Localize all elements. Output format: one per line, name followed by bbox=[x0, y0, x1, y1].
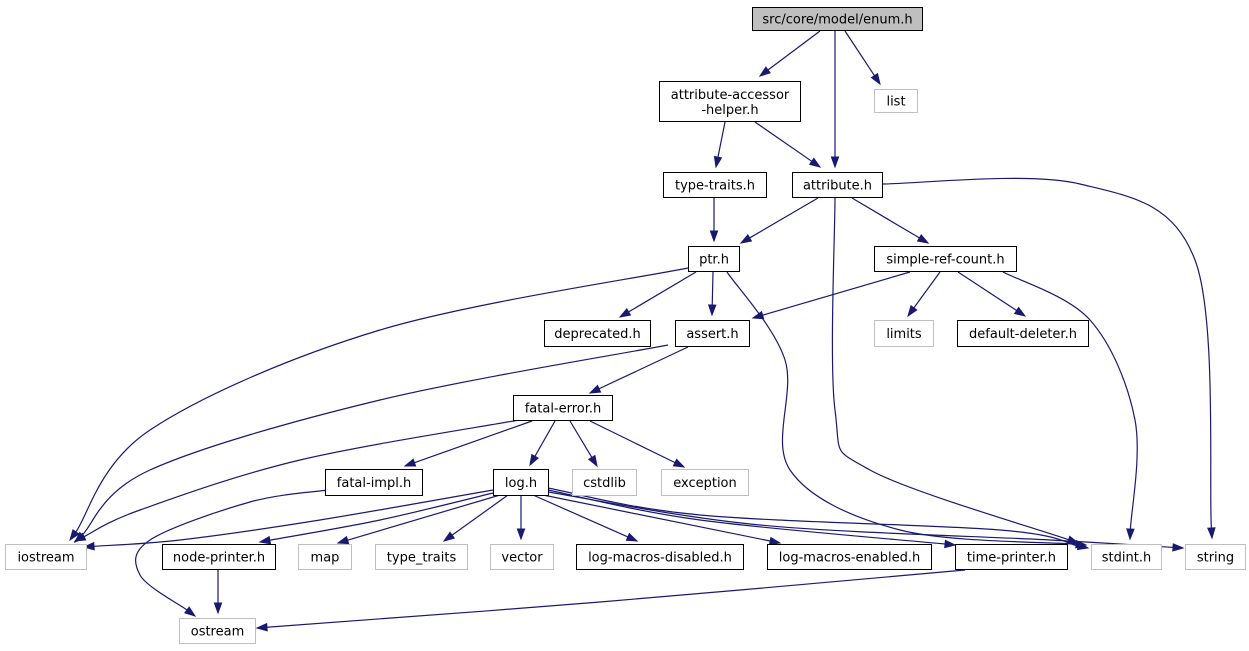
node-type_traits: type_traits bbox=[375, 544, 468, 570]
edge-log-to-vector bbox=[516, 495, 526, 541]
edge-fe-to-exception bbox=[589, 420, 686, 468]
node-label: default-deleter.h bbox=[969, 327, 1077, 342]
node-enum[interactable]: src/core/model/enum.h bbox=[752, 7, 923, 31]
node-label: simple-ref-count.h bbox=[886, 253, 1004, 268]
node-label: iostream bbox=[17, 551, 74, 566]
edges-layer bbox=[69, 30, 1216, 632]
node-vector: vector bbox=[490, 544, 554, 570]
edge-aah-to-tt bbox=[713, 121, 726, 169]
edge-enum-to-list bbox=[844, 30, 881, 86]
node-tt[interactable]: type-traits.h bbox=[663, 172, 767, 198]
node-aah[interactable]: attribute-accessor-helper.h bbox=[659, 81, 801, 122]
node-label: log.h bbox=[505, 476, 537, 491]
node-label: limits bbox=[886, 327, 922, 342]
node-map: map bbox=[298, 544, 352, 570]
node-label: string bbox=[1197, 551, 1234, 566]
edge-log-to-np bbox=[258, 492, 494, 545]
edge-assert-to-fe bbox=[588, 346, 689, 394]
node-lmd[interactable]: log-macros-disabled.h bbox=[576, 544, 744, 570]
edge-log-to-lmd bbox=[532, 494, 639, 542]
node-label: list bbox=[886, 95, 905, 110]
edge-tt-to-ptr bbox=[709, 198, 719, 243]
node-label: deprecated.h bbox=[554, 327, 640, 342]
edge-fe-to-fi bbox=[403, 420, 533, 467]
node-label: log-macros-disabled.h bbox=[588, 551, 732, 566]
nodes-layer: src/core/model/enum.h attribute-accessor-… bbox=[5, 7, 1246, 644]
edge-ptr-to-assert bbox=[707, 271, 717, 317]
edge-fe-to-iostream bbox=[73, 419, 520, 542]
node-assert[interactable]: assert.h bbox=[675, 320, 750, 347]
node-label: stdint.h bbox=[1102, 551, 1151, 566]
node-np[interactable]: node-printer.h bbox=[162, 544, 276, 570]
edge-log-to-type_traits bbox=[442, 494, 509, 542]
node-label: ostream bbox=[191, 625, 245, 640]
node-label: ptr.h bbox=[699, 253, 729, 268]
node-dep[interactable]: deprecated.h bbox=[544, 320, 651, 347]
node-label: type-traits.h bbox=[675, 179, 755, 194]
edge-fi-to-ostream bbox=[135, 489, 329, 617]
edge-log-to-map bbox=[336, 494, 501, 545]
node-stdint: stdint.h bbox=[1091, 544, 1162, 570]
node-label: fatal-impl.h bbox=[337, 476, 411, 491]
edge-enum-to-attr bbox=[830, 31, 840, 169]
node-label: map bbox=[311, 551, 340, 566]
edge-attr-to-src bbox=[851, 197, 930, 244]
edge-log-to-string bbox=[547, 491, 1185, 552]
edge-tp-to-ostream bbox=[255, 569, 966, 632]
node-cstdlib: cstdlib bbox=[572, 469, 637, 496]
node-tp[interactable]: time-printer.h bbox=[955, 544, 1068, 570]
node-label: cstdlib bbox=[583, 476, 626, 491]
edge-ptr-to-stdint bbox=[726, 271, 1088, 549]
node-iostream: iostream bbox=[5, 544, 87, 570]
node-log[interactable]: log.h bbox=[493, 469, 549, 496]
node-label: src/core/model/enum.h bbox=[762, 13, 912, 28]
edge-aah-to-attr bbox=[754, 121, 822, 168]
node-label: vector bbox=[501, 551, 543, 566]
node-label-line2: -helper.h bbox=[701, 103, 758, 118]
node-label: assert.h bbox=[686, 327, 738, 342]
node-lme[interactable]: log-macros-enabled.h bbox=[767, 544, 932, 570]
node-limits: limits bbox=[874, 320, 934, 347]
edge-fe-to-log bbox=[529, 420, 556, 467]
node-label: time-printer.h bbox=[967, 551, 1056, 566]
node-fe[interactable]: fatal-error.h bbox=[513, 395, 613, 421]
edge-src-to-assert bbox=[751, 271, 911, 320]
node-ostream: ostream bbox=[179, 618, 256, 644]
edge-attr-to-string bbox=[881, 177, 1216, 540]
edge-log-to-iostream bbox=[82, 489, 494, 551]
node-dd[interactable]: default-deleter.h bbox=[957, 320, 1089, 347]
node-label: node-printer.h bbox=[173, 551, 265, 566]
edge-attr-to-ptr bbox=[739, 197, 819, 244]
node-label: type_traits bbox=[387, 551, 457, 566]
node-label: attribute-accessor bbox=[671, 88, 790, 103]
node-attr[interactable]: attribute.h bbox=[792, 172, 883, 198]
edge-src-to-dd bbox=[957, 271, 1027, 317]
edge-src-to-stdint bbox=[1002, 271, 1138, 541]
edge-log-to-lme bbox=[542, 494, 782, 546]
edge-ptr-to-iostream bbox=[69, 267, 689, 542]
edge-enum-to-aah bbox=[758, 30, 821, 77]
node-src[interactable]: simple-ref-count.h bbox=[874, 246, 1017, 272]
node-label: exception bbox=[673, 476, 737, 491]
node-label: attribute.h bbox=[803, 179, 872, 194]
node-list: list bbox=[874, 89, 918, 113]
edge-np-to-ostream bbox=[213, 570, 223, 615]
edge-src-to-limits bbox=[907, 271, 941, 318]
node-ptr[interactable]: ptr.h bbox=[688, 246, 740, 272]
node-fi[interactable]: fatal-impl.h bbox=[325, 469, 423, 496]
node-exception: exception bbox=[661, 469, 749, 496]
edge-log-to-stdint bbox=[547, 487, 1090, 551]
edge-assert-to-iostream bbox=[73, 344, 669, 544]
node-label: log-macros-enabled.h bbox=[779, 551, 920, 566]
node-label: fatal-error.h bbox=[525, 402, 602, 417]
edge-ptr-to-dep bbox=[618, 271, 697, 318]
edge-fe-to-cstdlib bbox=[569, 420, 598, 468]
node-string: string bbox=[1185, 544, 1246, 570]
